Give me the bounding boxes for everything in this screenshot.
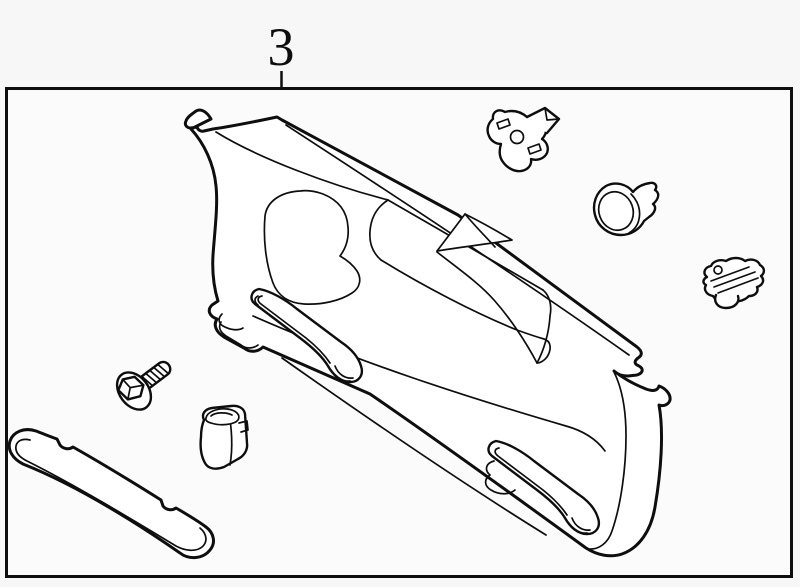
bolt-threads [140, 363, 170, 387]
panel-recess-right [536, 289, 552, 364]
part-callout-number[interactable]: 3 [268, 17, 295, 77]
grommet-side-tab [238, 420, 249, 433]
panel-upper-face-line [215, 131, 389, 201]
panel-right-grab-handle [484, 439, 601, 536]
bolt-flange-rim [124, 371, 152, 406]
spring-clip-fold-tab [713, 293, 740, 310]
panel-latch-bump [436, 213, 513, 252]
spring-clip-ridges [710, 266, 759, 294]
trim-retainer-clip-drawing [486, 106, 561, 173]
handle-strap-inner-line [494, 447, 568, 516]
bolt-hex-facets [121, 378, 145, 401]
pull-handle-outline [7, 428, 215, 559]
clip-slot-bottom [527, 143, 542, 155]
panel-right-face-line [587, 371, 627, 550]
part-callout[interactable]: 3 [268, 17, 295, 88]
handle-strap [250, 287, 364, 384]
panel-corner-pocket-inner [218, 321, 259, 349]
panel-latch-bump-fold [464, 213, 496, 248]
handle-foot-line [331, 365, 354, 382]
pull-handle-inner-line [15, 438, 207, 552]
panel-recess-left-cap [369, 199, 389, 261]
handle-strap-inner-line [257, 295, 331, 364]
handle-foot-line [568, 517, 591, 534]
pin-silhouette [592, 181, 660, 237]
grommet-top-dish [204, 408, 240, 426]
liftgate-trim-panel-drawing [183, 108, 672, 558]
panel-bottom-parallel-line [281, 357, 547, 536]
panel-pocket-recess [263, 189, 361, 305]
panel-recess-bottom [380, 259, 551, 364]
panel-recess-v-line [436, 251, 538, 364]
pull-handle-garnish-drawing [7, 428, 215, 559]
spring-clip-hole [713, 265, 723, 275]
grommet-dish-inner [210, 412, 233, 417]
clip-center-hole [509, 129, 525, 145]
pin-head-dome [597, 190, 635, 232]
clip-slot-top [496, 118, 511, 130]
pin-head-crescent [628, 193, 641, 234]
handle-cap-line [254, 295, 259, 306]
square-grommet-drawing [199, 404, 249, 470]
handle-hook-line [484, 460, 516, 495]
hex-flange-bolt-drawing [115, 360, 172, 411]
panel-corner-pocket-mouth [218, 313, 244, 331]
clip-flap-fold [544, 107, 560, 121]
clip-side-flap [525, 106, 561, 135]
push-pin-retainer-drawing [592, 181, 660, 237]
panel-left-grab-handle [250, 287, 364, 384]
handle-strap [487, 439, 601, 536]
spring-clip-drawing [702, 256, 766, 310]
